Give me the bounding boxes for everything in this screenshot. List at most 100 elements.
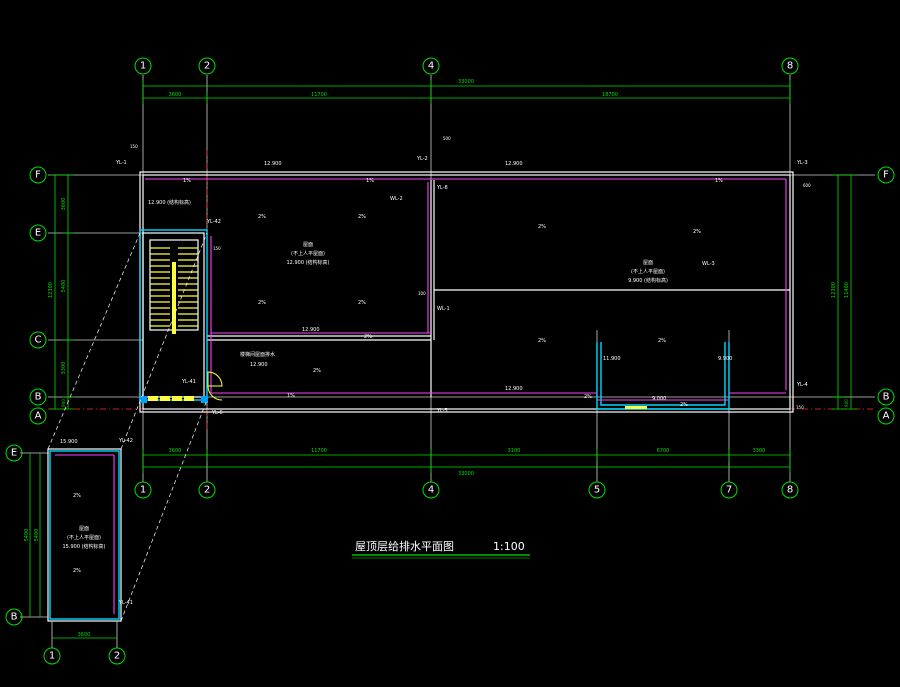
slope-t4: 2% (538, 338, 546, 344)
inset-plan: E B 1 2 3600 5400 5400 (5, 232, 208, 665)
stair-elev: 12.900 (250, 362, 268, 368)
slope-1: 2% (258, 214, 266, 220)
note-100: 100 (418, 291, 426, 296)
slope-8: 2% (73, 493, 81, 499)
grid-bubbles-left: F E C B A (29, 166, 47, 425)
elev-1: 12.900 (264, 161, 282, 167)
roof1-note: (不上人平屋面) (291, 250, 325, 257)
slope-t2: 2% (358, 300, 366, 306)
dim-right-seg-1: 11400 (844, 282, 850, 298)
roof2-note: (不上人平屋面) (631, 268, 665, 275)
tag-yl5: YL-5 (436, 408, 448, 414)
roof1-elev: 12.900 (结构标高) (287, 259, 330, 266)
tag-yl3: YL-3 (796, 160, 808, 166)
inset-dim-left-overall: 5400 (24, 529, 30, 542)
dim-bottom-seg-1: 3600 (169, 448, 182, 454)
grid-left-F: F (35, 170, 41, 181)
tag-yl4: YL-4 (796, 382, 808, 388)
elev-8: 15.900 (60, 439, 78, 445)
grid-bottom-4: 4 (428, 485, 434, 496)
roof3-name: 屋面 (79, 526, 89, 532)
elev-3: 12.900 (302, 327, 320, 333)
note-150b: 150 (213, 246, 221, 251)
slope-5: 1% (366, 178, 374, 184)
tag-wl1: WL-1 (437, 306, 450, 312)
inset-dim-left: 5400 (34, 529, 40, 542)
dim-left-overall: 12300 (48, 282, 54, 298)
note-150a: 150 (130, 144, 138, 149)
struct-note: 12.900 (结构标高) (148, 199, 191, 206)
dim-left-seg-2: 5400 (61, 280, 67, 293)
dim-bottom-seg-3: 3100 (508, 448, 521, 454)
staircase (139, 229, 223, 403)
dim-top-overall: 33000 (458, 79, 474, 85)
drawing-title-block: 屋顶层给排水平面图 1:100 (352, 539, 530, 559)
dim-left-seg-1: 3600 (61, 198, 67, 211)
grid-top-8: 8 (787, 61, 793, 72)
roof3-elev: 15.900 (结构标高) (63, 543, 106, 550)
inset-grid-2: 2 (114, 651, 120, 662)
roof1-name: 屋面 (303, 242, 313, 248)
elev-5: 11.900 (603, 356, 621, 362)
roof3-note: (不上人平屋面) (67, 534, 101, 541)
dim-right-seg-2: 900 (844, 399, 849, 407)
inset-grid-E: E (11, 448, 17, 459)
note-600: 600 (803, 183, 811, 188)
roof2-name: 屋面 (643, 260, 653, 266)
tag-yl41-inset: YL-41 (118, 600, 133, 606)
dim-top-seg-2: 11700 (311, 92, 327, 98)
slope-6: 1% (715, 178, 723, 184)
grid-bottom-7: 7 (726, 485, 732, 496)
tag-wl2: WL-2 (390, 196, 403, 202)
elev-2: 12.900 (505, 161, 523, 167)
slope-4: 1% (183, 178, 191, 184)
tag-yl41: YL-41 (181, 379, 196, 385)
grid-right-A: A (883, 411, 890, 422)
slope-t3: 2% (693, 229, 701, 235)
tag-wl3: WL-3 (702, 261, 715, 267)
dim-left-seg-3: 3300 (61, 362, 67, 375)
roof2-elev: 9.900 (结构标高) (628, 277, 668, 284)
elevation-marks: 12.900 12.900 12.900 12.900 11.900 9.900… (60, 161, 732, 445)
slope-3: 2% (538, 224, 546, 230)
slope-t6: 2% (313, 368, 321, 374)
dim-top-seg-1: 3600 (169, 92, 182, 98)
tag-yl42-inset: YL-42 (118, 438, 133, 444)
tag-yl8: YL-8 (436, 185, 448, 191)
slope-7: 1% (287, 393, 295, 399)
dimension-text: 33000 3600 11700 18700 3600 11700 3100 6… (48, 79, 850, 477)
grid-right-B: B (883, 392, 890, 403)
tag-yl2: YL-2 (416, 156, 428, 162)
grid-top-2: 2 (204, 61, 210, 72)
slope-marks: 2% 2% 2% 1% 1% 1% 1% 2% 2% 2% 2% 2% 2% 2… (73, 178, 723, 574)
grid-top-4: 4 (428, 61, 434, 72)
stair-note: 楼梯间屋面排水 (240, 351, 275, 358)
grid-bottom-2: 2 (204, 485, 210, 496)
inset-grid-1: 1 (49, 651, 55, 662)
dim-bottom-seg-4: 6700 (657, 448, 670, 454)
elev-6: 9.900 (718, 356, 732, 362)
roof-drain-lines (145, 178, 787, 401)
inset-dim-bottom: 3600 (78, 632, 91, 638)
grid-bottom-8: 8 (787, 485, 793, 496)
tag-yl1: YL-1 (115, 160, 127, 166)
small-dim-notes: 150 150 150 500 600 100 (130, 136, 811, 410)
note-150c: 150 (796, 405, 804, 410)
grid-left-C: C (35, 335, 42, 346)
grid-bottom-5: 5 (594, 485, 600, 496)
grid-bubbles-top: 1 2 4 8 (134, 57, 799, 75)
dim-bottom-overall: 33000 (458, 471, 474, 477)
dim-bottom-seg-5: 3300 (753, 448, 766, 454)
grid-left-E: E (35, 228, 41, 239)
slope-2: 2% (358, 214, 366, 220)
grid-right-F: F (883, 170, 889, 181)
dim-left-seg-4: 900 (61, 399, 66, 407)
slope-t1: 2% (258, 300, 266, 306)
grid-bottom-1: 1 (140, 485, 146, 496)
note-500: 500 (443, 136, 451, 141)
drain-outlet-box (625, 406, 647, 409)
tag-yl6: YL-6 (211, 410, 223, 416)
grid-bubbles-bottom: 1 2 4 5 7 8 (134, 481, 799, 499)
